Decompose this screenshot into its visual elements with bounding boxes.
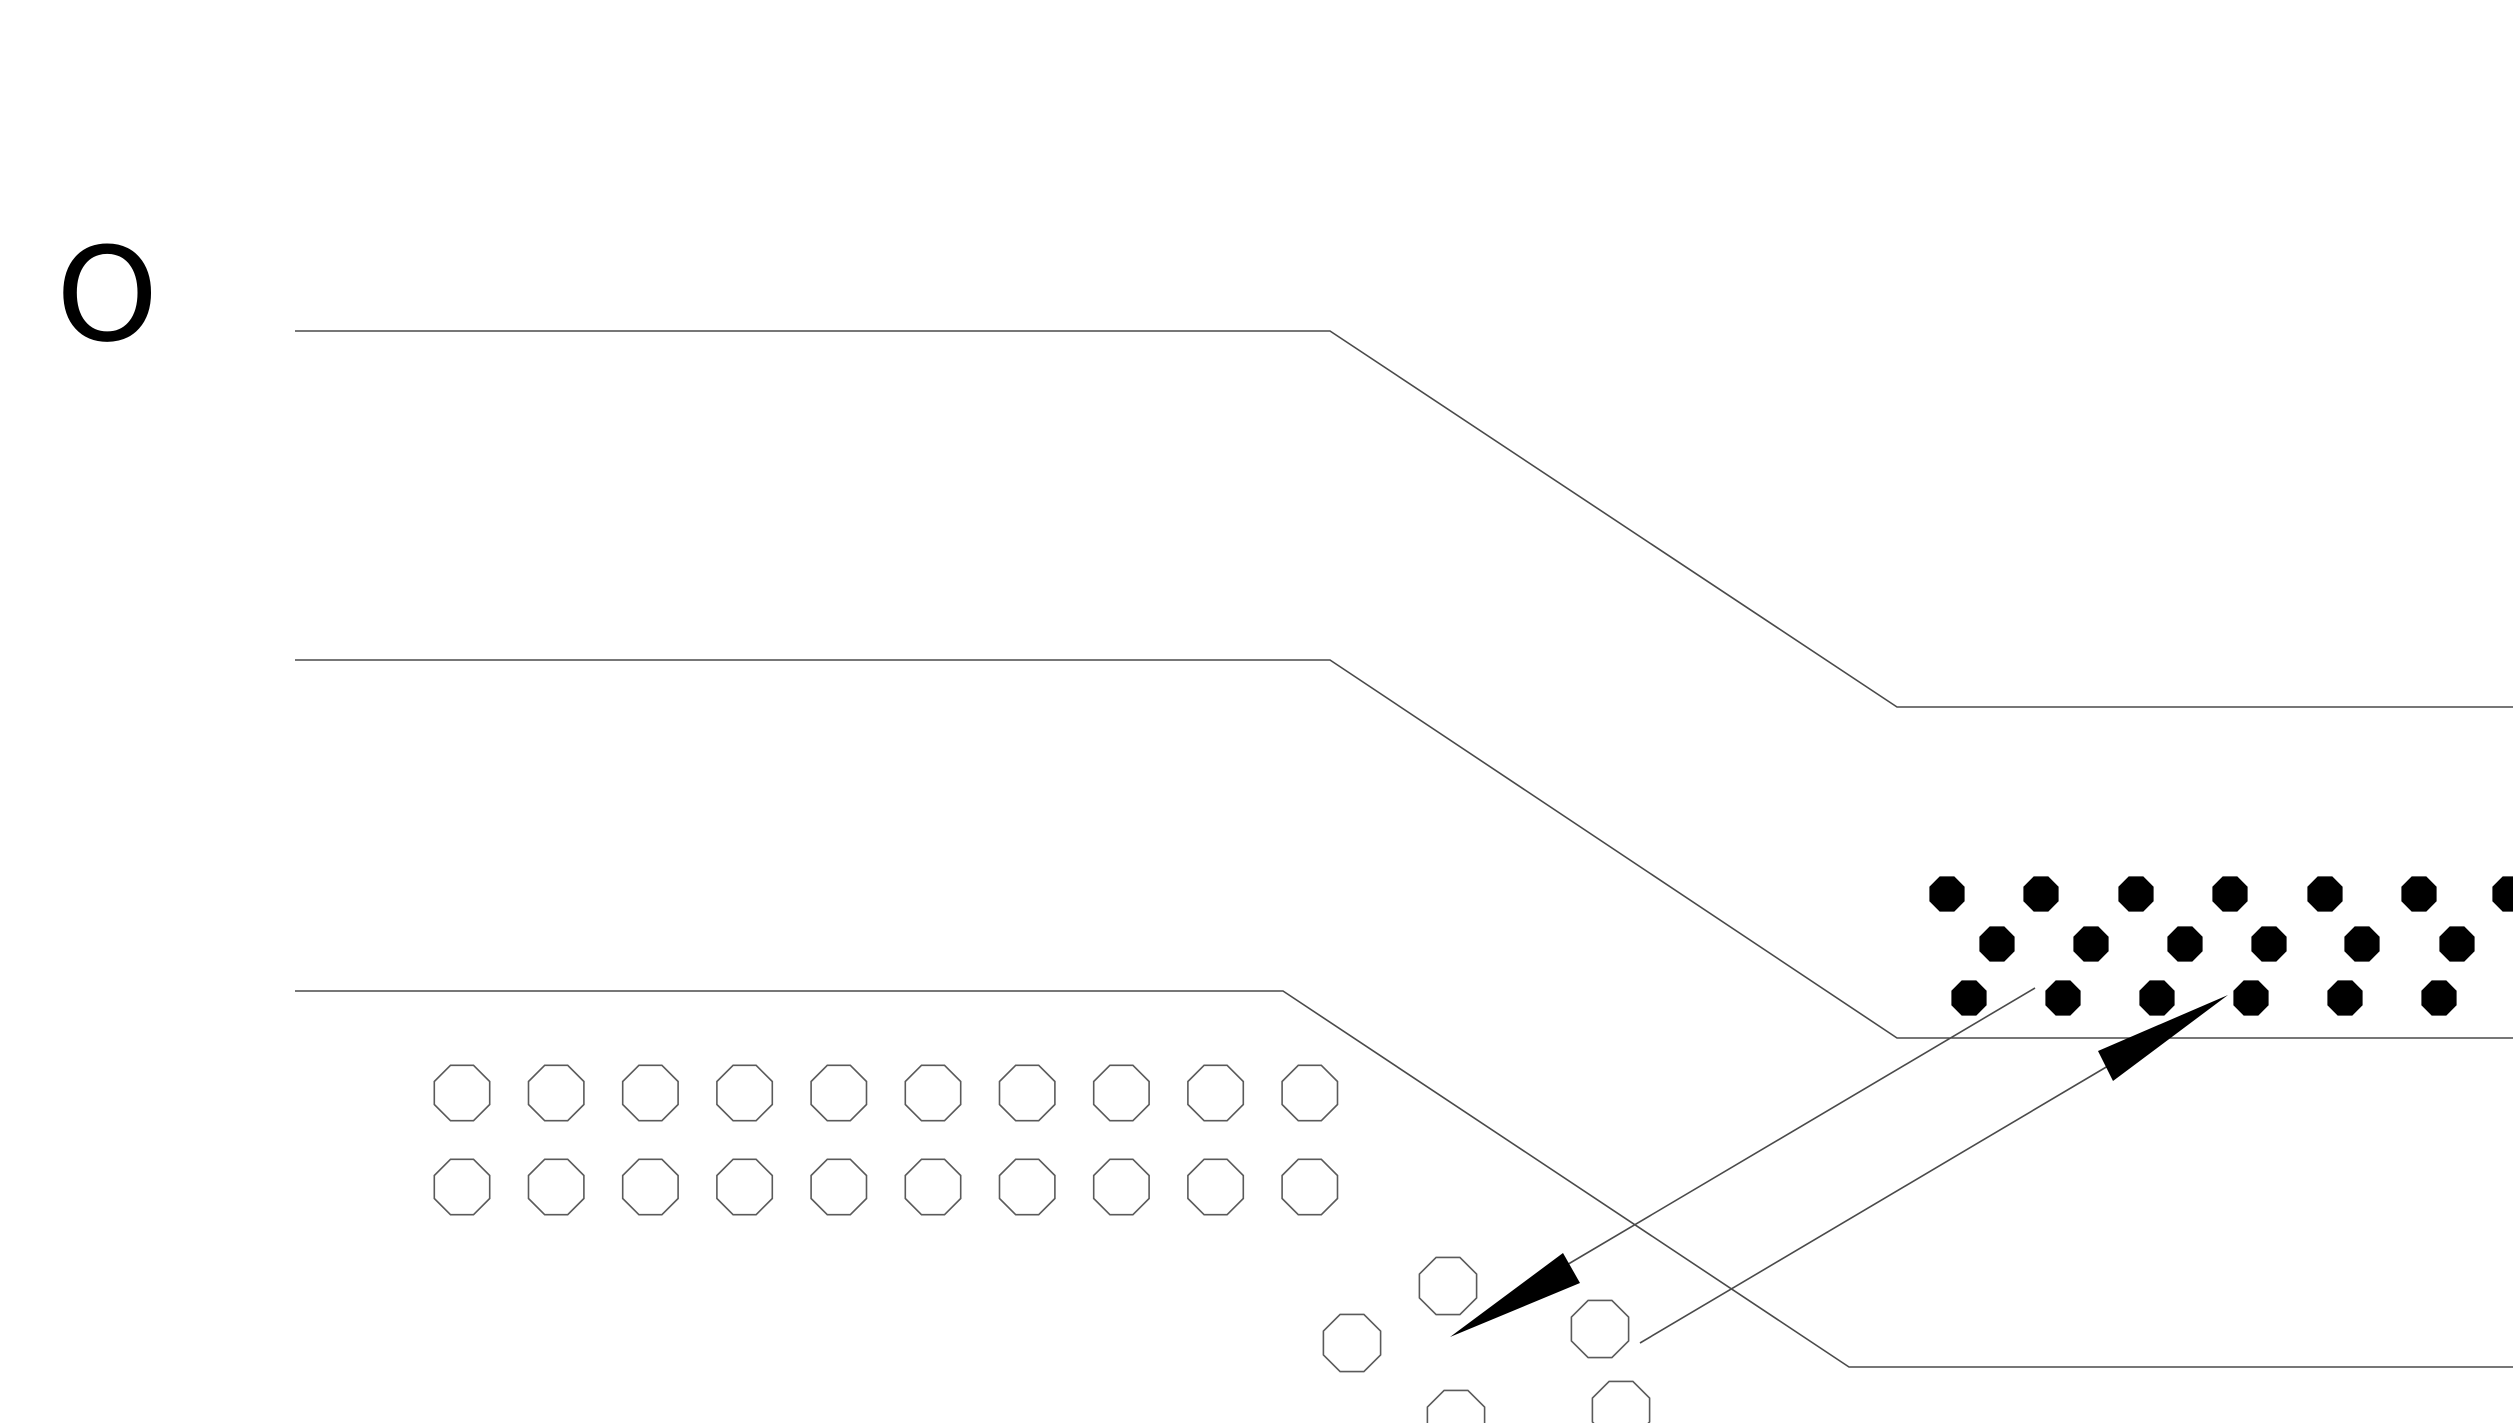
lower-boundary-line: [295, 990, 2513, 1368]
arrow-shaft-down: [1564, 987, 2036, 1267]
hollow-particle: [1187, 1064, 1245, 1122]
hollow-particle: [810, 1158, 868, 1216]
filled-particle: [1951, 980, 1987, 1016]
filled-particle: [2045, 980, 2081, 1016]
hollow-particle: [716, 1064, 774, 1122]
hollow-particle: [1281, 1158, 1339, 1216]
upper-boundary-line: [295, 330, 2513, 708]
hollow-particle: [1187, 1158, 1245, 1216]
hollow-particle: [433, 1158, 491, 1216]
filled-particle: [2492, 876, 2513, 912]
hollow-particle: [1418, 1256, 1478, 1316]
filled-particle: [1929, 876, 1965, 912]
filled-particle: [2212, 876, 2248, 912]
hollow-particle: [433, 1064, 491, 1122]
filled-particle: [2073, 926, 2109, 962]
hollow-particle: [527, 1064, 585, 1122]
hollow-particle: [904, 1158, 962, 1216]
arrowhead-down-icon: [1450, 1253, 1580, 1337]
hollow-particle: [1591, 1380, 1651, 1423]
hollow-particle: [1281, 1064, 1339, 1122]
scattered-hollow-particles: [1322, 1256, 1651, 1423]
corner-label: O: [56, 219, 159, 371]
filled-particle: [2139, 980, 2175, 1016]
hollow-particle: [527, 1158, 585, 1216]
hollow-particle: [1570, 1299, 1630, 1359]
filled-particle: [2118, 876, 2154, 912]
arrowhead-up-icon: [2098, 995, 2228, 1081]
filled-particle: [2251, 926, 2287, 962]
filled-particle: [2327, 980, 2363, 1016]
middle-boundary-line: [295, 659, 2513, 1039]
transition-arrows: [1450, 987, 2228, 1344]
filled-particle: [2401, 876, 2437, 912]
hollow-particle: [621, 1064, 679, 1122]
hollow-particle: [998, 1158, 1056, 1216]
hollow-particle: [621, 1158, 679, 1216]
layer-boundaries: [295, 330, 2513, 1368]
hollow-particle: [810, 1064, 868, 1122]
arrow-shaft-up: [1639, 1065, 2109, 1344]
filled-particle-cluster: [1929, 876, 2513, 1016]
filled-particle: [2344, 926, 2380, 962]
hollow-particle: [716, 1158, 774, 1216]
filled-particle: [2167, 926, 2203, 962]
filled-particle: [2307, 876, 2343, 912]
filled-particle: [2023, 876, 2059, 912]
filled-particle: [2439, 926, 2475, 962]
hollow-particle: [904, 1064, 962, 1122]
hollow-particle: [998, 1064, 1056, 1122]
hollow-particle: [1092, 1158, 1150, 1216]
hollow-particle: [1322, 1313, 1382, 1373]
filled-particle: [2233, 980, 2269, 1016]
hollow-particle: [1426, 1389, 1486, 1423]
hollow-particle-grid: [433, 1064, 1339, 1216]
filled-particle: [1979, 926, 2015, 962]
hollow-particle: [1092, 1064, 1150, 1122]
filled-particle: [2421, 980, 2457, 1016]
